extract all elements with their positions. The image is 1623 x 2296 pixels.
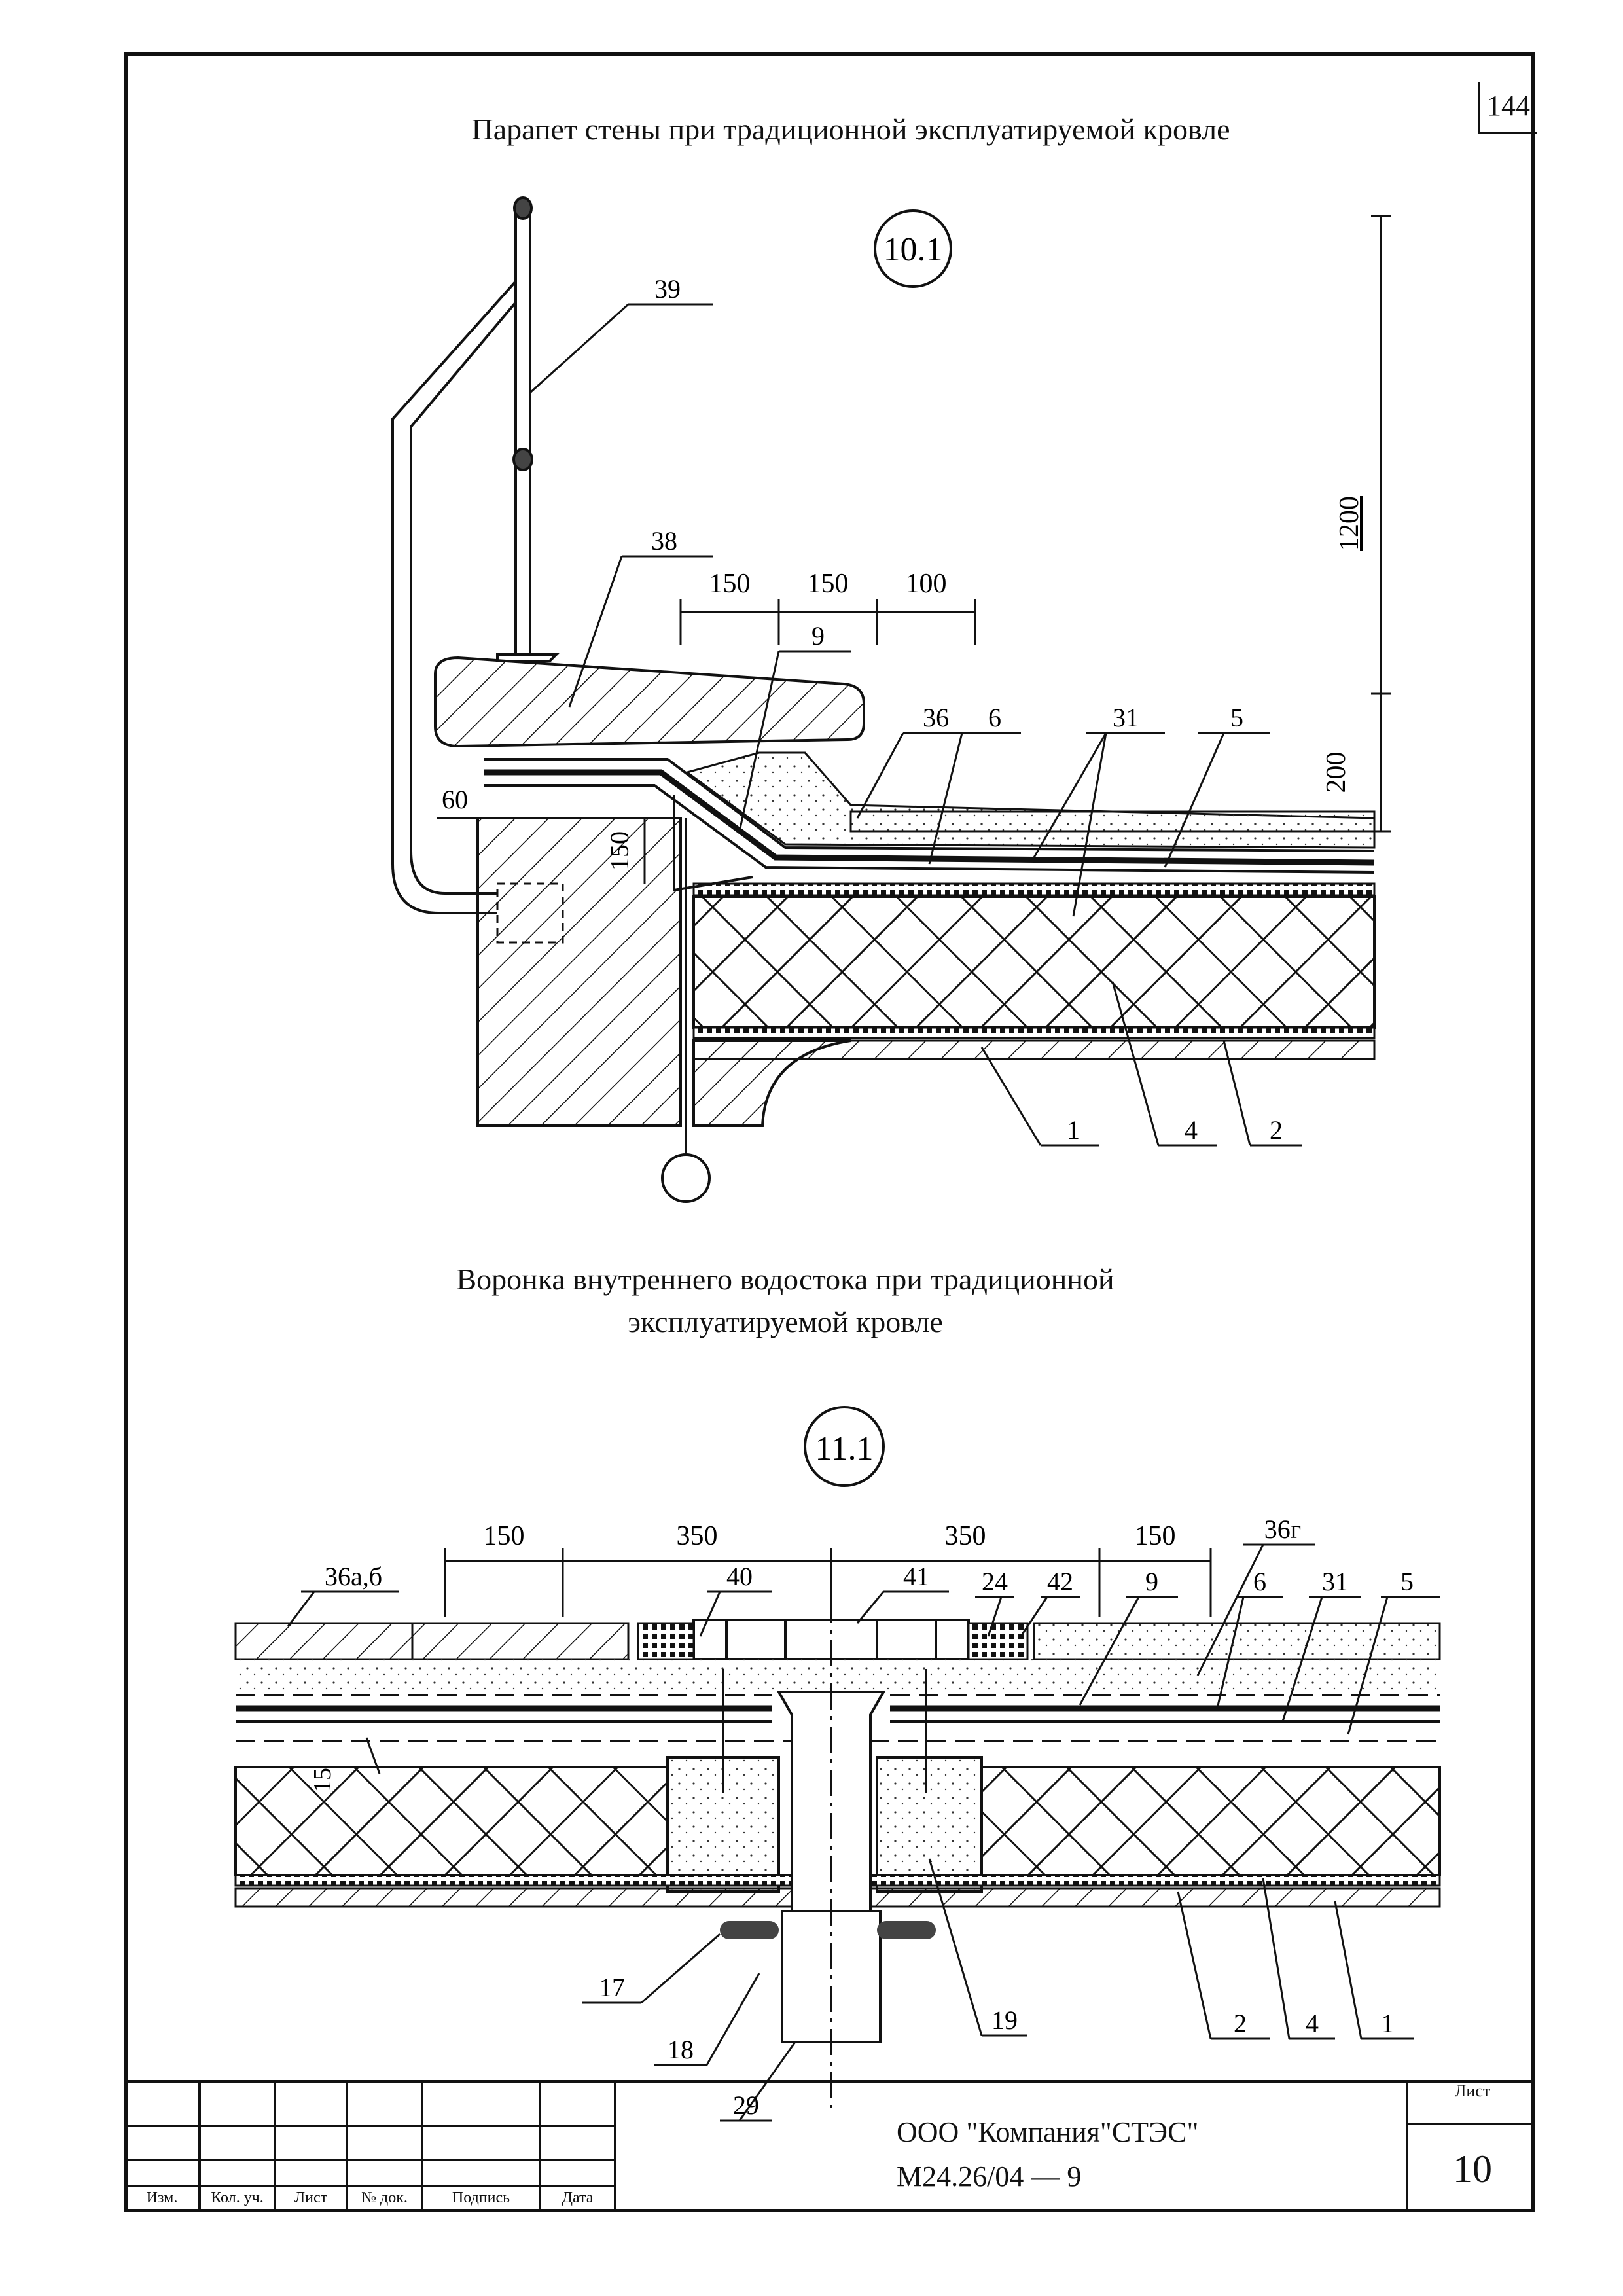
callout-4: 4 [1306, 2009, 1319, 2038]
callout-9: 9 [812, 621, 825, 651]
dim-150-2: 150 [808, 569, 849, 599]
page-number: 144 [1478, 82, 1537, 134]
dim-150-b: 150 [1135, 1521, 1176, 1551]
callout-36ab: 36а,б [325, 1562, 382, 1591]
callout-38: 38 [651, 526, 677, 556]
node-11-1-label: 11.1 [815, 1430, 873, 1467]
insulation-right [980, 1766, 1441, 1876]
roof-slab [692, 1039, 1376, 1060]
dim-100: 100 [906, 569, 947, 599]
waterproofing-layers [484, 758, 1375, 892]
railing [391, 196, 560, 914]
section2-title-line2: эксплуатируемой кровле [628, 1305, 943, 1338]
callout-18: 18 [668, 2035, 694, 2064]
callout-40: 40 [726, 1562, 753, 1591]
callout-1: 1 [1381, 2009, 1394, 2038]
gravel-pad-left [637, 1622, 695, 1660]
dimension-lines-2 [365, 1548, 1212, 1774]
clamp-bolts [722, 1669, 927, 1793]
callout-29: 29 [733, 2090, 759, 2120]
document-code: М24.26/04 — 9 [897, 2161, 1082, 2193]
callout-leaders [529, 303, 1302, 1147]
stamp-col-izm: Изм. [146, 2189, 178, 2206]
seal-left [720, 1921, 779, 1939]
seal-right [877, 1921, 936, 1939]
stamp-col-doc: № док. [361, 2189, 408, 2206]
node-10-1-marker: 10.1 [874, 209, 952, 288]
coping-stone [434, 656, 865, 748]
stamp-col-date: Дата [562, 2189, 594, 2206]
sheet-label: Лист [1454, 2081, 1491, 2100]
callout-6: 6 [988, 703, 1001, 732]
callout-31: 31 [1322, 1567, 1348, 1596]
callout-31: 31 [1113, 703, 1139, 732]
callout-42: 42 [1047, 1567, 1073, 1596]
callout-4: 4 [1185, 1115, 1198, 1145]
drain-detail-drawing: 11.1 [234, 1406, 1441, 2122]
dim-200: 200 [1321, 752, 1351, 793]
callout-39: 39 [654, 274, 681, 304]
dim-1200: 1200 [1334, 496, 1364, 551]
stamp-col-sign: Подпись [452, 2189, 510, 2206]
callout-17: 17 [599, 1973, 625, 2002]
callout-36g: 36г [1264, 1515, 1301, 1544]
callout-41: 41 [903, 1562, 929, 1591]
drawing-frame [124, 52, 1535, 2212]
dim-150-1: 150 [709, 569, 751, 599]
callout-6: 6 [1253, 1567, 1266, 1596]
dim-350-a: 350 [677, 1521, 718, 1551]
screed-layer [692, 882, 1376, 897]
vapour-barrier [692, 1026, 1376, 1039]
callout-9: 9 [1145, 1567, 1158, 1596]
sheet-number: 10 [1453, 2147, 1492, 2191]
callout-19: 19 [991, 2005, 1018, 2035]
node-11-1-marker: 11.1 [804, 1406, 885, 1487]
section2-title-line1: Воронка внутреннего водостока при традиц… [456, 1263, 1115, 1296]
insulation-left [234, 1766, 669, 1876]
stamp-col-kol: Кол. уч. [211, 2189, 264, 2206]
dim-15: 15 [309, 1768, 336, 1793]
anchor-embed [496, 882, 564, 944]
parapet-detail-drawing: 10.1 [391, 196, 1391, 1203]
organization-name: ООО "Компания"СТЭС" [897, 2116, 1199, 2148]
dim-350-b: 350 [945, 1521, 986, 1551]
waterproofing-layers-2 [236, 1694, 1440, 1742]
callout-1: 1 [1067, 1115, 1080, 1145]
section1-title: Парапет стены при традиционной эксплуати… [471, 113, 1230, 146]
dimension-lines [437, 215, 1391, 884]
callout-2: 2 [1270, 1115, 1283, 1145]
callout-36: 36 [923, 703, 949, 732]
concrete-fill-right [876, 1756, 983, 1893]
dim-150-a: 150 [484, 1521, 525, 1551]
gravel-pad-right [967, 1622, 1029, 1660]
callout-2: 2 [1234, 2009, 1247, 2038]
protective-layer-2 [236, 1659, 1440, 1692]
node-10-1-label: 10.1 [883, 231, 943, 268]
parapet-wall [476, 817, 682, 1127]
callout-5: 5 [1400, 1567, 1414, 1596]
grating-bars [725, 1620, 937, 1659]
insulation-layer [692, 895, 1376, 1029]
callout-24: 24 [982, 1567, 1008, 1596]
stamp-col-list: Лист [294, 2189, 328, 2206]
dim-150-vertical: 150 [605, 831, 634, 870]
dim-60: 60 [442, 785, 468, 814]
callout-5: 5 [1230, 703, 1243, 732]
